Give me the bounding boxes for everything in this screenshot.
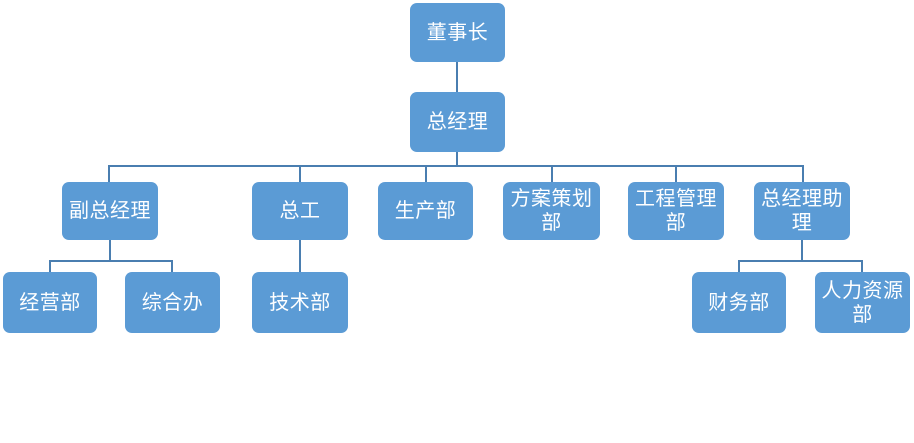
- connector-drop-gm-assistant: [802, 165, 804, 182]
- connector-gm-bus: [108, 165, 804, 167]
- node-deputy-gm-label: 副总经理: [69, 200, 151, 222]
- node-human-resources-label: 人力资源部: [821, 279, 904, 326]
- connector-deputy-gm-stem: [109, 240, 111, 260]
- node-finance[interactable]: 财务部: [692, 272, 786, 333]
- node-finance-label: 财务部: [708, 291, 770, 314]
- node-general-office-label: 综合办: [141, 291, 204, 314]
- node-gm-assistant[interactable]: 总经理助理: [754, 182, 850, 240]
- node-production-label: 生产部: [394, 200, 457, 222]
- connector-gm-assistant-bus: [738, 260, 863, 262]
- connector-gm-stem: [456, 152, 458, 165]
- node-human-resources[interactable]: 人力资源部: [815, 272, 910, 333]
- node-technology-label: 技术部: [269, 291, 331, 314]
- connector-drop-production: [425, 165, 427, 182]
- node-general-office[interactable]: 综合办: [125, 272, 220, 333]
- connector-deputy-gm-bus: [49, 260, 173, 262]
- connector-drop-finance: [738, 260, 740, 272]
- node-chief-engineer-label: 总工: [279, 200, 321, 222]
- connector-drop-general-office: [171, 260, 173, 272]
- node-chief-engineer[interactable]: 总工: [252, 182, 348, 240]
- connector-drop-deputy-gm: [108, 165, 110, 182]
- node-production[interactable]: 生产部: [378, 182, 473, 240]
- node-chairman-label: 董事长: [426, 21, 489, 44]
- node-chairman[interactable]: 董事长: [410, 3, 505, 62]
- connector-drop-eng-management: [675, 165, 677, 182]
- node-eng-management-label: 工程管理部: [635, 188, 717, 234]
- node-operations[interactable]: 经营部: [3, 272, 97, 333]
- connector-gm-assistant-stem: [801, 240, 803, 260]
- connector-chairman-to-gm: [456, 62, 458, 92]
- connector-drop-planning: [551, 165, 553, 182]
- connector-drop-chief-engineer: [299, 165, 301, 182]
- node-eng-management[interactable]: 工程管理部: [628, 182, 724, 240]
- node-planning-label: 方案策划部: [510, 188, 593, 234]
- node-general-manager-label: 总经理: [426, 111, 489, 133]
- node-technology[interactable]: 技术部: [252, 272, 348, 333]
- node-general-manager[interactable]: 总经理: [410, 92, 505, 152]
- connector-drop-human-resources: [861, 260, 863, 272]
- node-deputy-gm[interactable]: 副总经理: [62, 182, 158, 240]
- connector-chief-engineer-to-technology: [299, 240, 301, 272]
- node-planning[interactable]: 方案策划部: [503, 182, 600, 240]
- node-gm-assistant-label: 总经理助理: [761, 188, 843, 234]
- node-operations-label: 经营部: [19, 291, 81, 314]
- connector-drop-operations: [49, 260, 51, 272]
